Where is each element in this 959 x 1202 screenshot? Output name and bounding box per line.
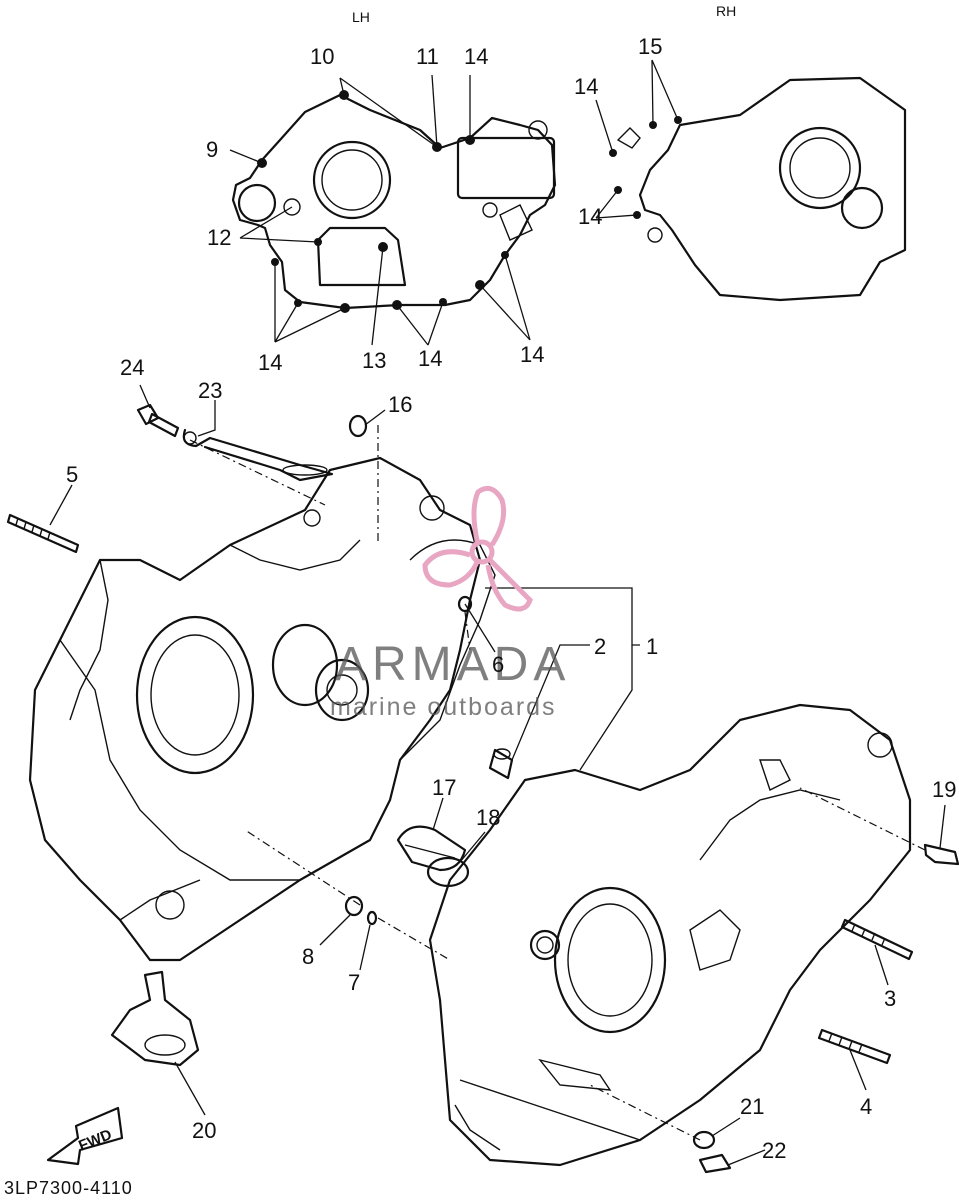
- callout-20: 20: [192, 1118, 216, 1143]
- callout-2: 2: [594, 634, 606, 659]
- dowel-pin-2: [488, 748, 514, 780]
- callout-19: 19: [932, 777, 956, 802]
- callout-7: 7: [348, 970, 360, 995]
- callout-4: 4: [860, 1094, 872, 1119]
- armada-logo-icon: [422, 485, 533, 612]
- callout-1: 1: [646, 634, 658, 659]
- fwd-direction-arrow: FWD: [46, 1106, 124, 1166]
- assembly-lines: [189, 425, 926, 1141]
- stud-bolt-3: [840, 918, 914, 961]
- gasket-rh: [616, 76, 907, 302]
- callout-9: 9: [206, 137, 218, 162]
- diagram-code: 3LP7300-4110: [4, 1178, 133, 1198]
- callout-14: 14: [258, 350, 282, 375]
- callout-16: 16: [388, 392, 412, 417]
- dowel-8: [344, 895, 364, 917]
- callout-23: 23: [198, 378, 222, 403]
- callout-5: 5: [66, 462, 78, 487]
- o-ring-18: [426, 856, 470, 888]
- callout-11: 11: [416, 44, 439, 69]
- callout-8: 8: [302, 944, 314, 969]
- callout-14: 14: [574, 74, 598, 99]
- callout-12: 12: [207, 225, 231, 250]
- clip-19: [923, 843, 959, 866]
- o-ring-6: [457, 595, 473, 613]
- callout-14: 14: [464, 44, 488, 69]
- o-ring-7: [366, 910, 378, 926]
- fwd-label: FWD: [76, 1126, 114, 1155]
- stud-bolt-5: [6, 513, 80, 554]
- nut-21: [692, 1130, 716, 1150]
- callout-17: 17: [432, 775, 456, 800]
- bolt-24: [136, 403, 180, 438]
- stud-bolt-4: [817, 1028, 892, 1065]
- gasket-lh: [231, 93, 557, 310]
- labels: LH RH 10 11 14 9 12 14 13 14 14 15 14 14…: [4, 3, 956, 1198]
- callout-13: 13: [362, 348, 386, 373]
- leader-lines: [49, 59, 946, 1166]
- plug-16: [348, 414, 368, 438]
- watermark-tagline: marine outboards: [330, 693, 557, 721]
- gasket-rh-dowel-points: [609, 116, 682, 219]
- callout-14: 14: [520, 342, 544, 367]
- crankcase-left: [28, 456, 496, 962]
- crankcase-right: [428, 703, 912, 1167]
- callout-22: 22: [762, 1138, 786, 1163]
- callout-6: 6: [492, 652, 504, 677]
- view-label-lh: LH: [352, 9, 370, 25]
- callout-10: 10: [310, 44, 334, 69]
- callout-15: 15: [638, 34, 662, 59]
- callout-21: 21: [740, 1094, 764, 1119]
- armada-watermark: ARMADA marine outboards: [330, 485, 570, 721]
- watermark-brand: ARMADA: [335, 638, 570, 691]
- callout-3: 3: [884, 986, 896, 1011]
- callout-14: 14: [578, 204, 602, 229]
- callout-24: 24: [120, 355, 144, 380]
- oil-baffle-20: [110, 970, 200, 1067]
- plate-22: [698, 1153, 732, 1174]
- oil-strainer-17: [396, 825, 467, 872]
- plate-23: [182, 428, 334, 482]
- callout-18: 18: [476, 805, 500, 830]
- callout-14: 14: [418, 346, 442, 371]
- view-label-rh: RH: [716, 3, 736, 19]
